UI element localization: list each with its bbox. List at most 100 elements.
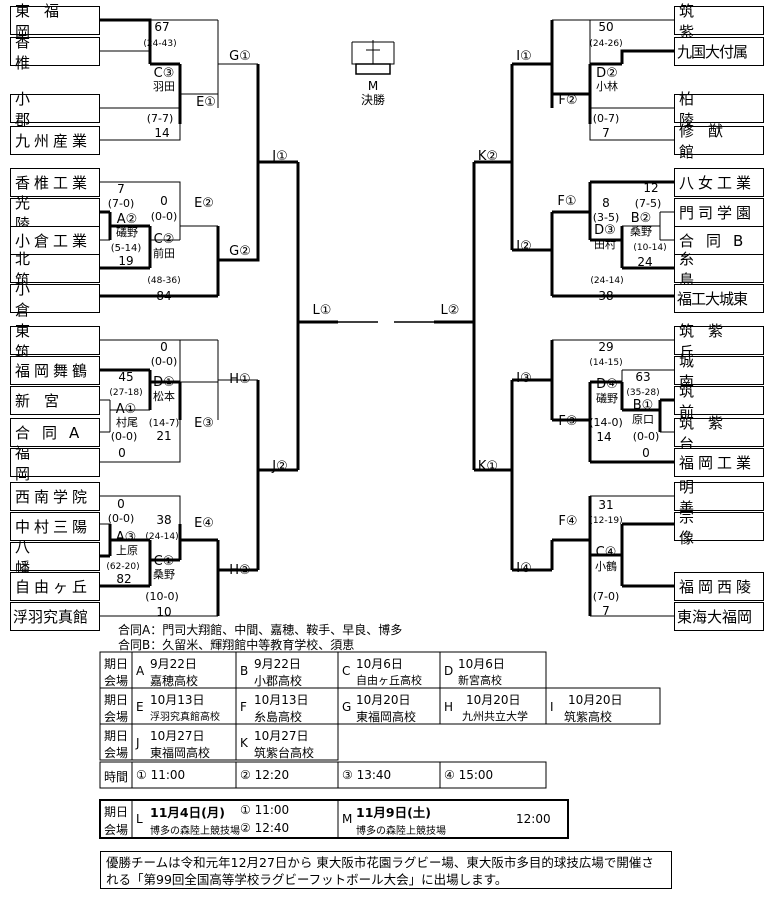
score: (7-0) [593, 590, 620, 603]
note-joint-a: 合同A：門司大翔館、中間、嘉穂、鞍手、早良、博多 [118, 623, 403, 637]
team-box: 門司学園 [674, 198, 764, 227]
score: (24-43) [143, 39, 176, 49]
label-F3: F③ [558, 414, 577, 429]
schedule-code: H [444, 700, 454, 714]
ref-A1: 村尾 [116, 415, 138, 429]
schedule-date: 10月13日 [150, 693, 205, 707]
ref-D1: 松本 [153, 389, 175, 403]
team-box: 修猷館 [674, 122, 764, 161]
score: (14-0) [589, 416, 623, 429]
team-box: 明善 [674, 478, 764, 517]
team-box: 福岡工業 [674, 448, 764, 477]
schedule-code: G [342, 700, 352, 714]
score: 8 [602, 196, 610, 210]
schedule-code: I [550, 700, 554, 714]
label-E2: E② [194, 196, 214, 211]
team-name: 九州産業 [15, 132, 92, 150]
team-box: 八幡 [10, 538, 100, 577]
team-box: 小倉工業 [10, 226, 100, 255]
schedule-time: ④ 15:00 [444, 768, 494, 782]
schedule-header-venue: 会場 [104, 710, 129, 724]
score: 84 [156, 289, 171, 303]
ref-A2: 礒野 [116, 226, 138, 239]
score: (10-0) [145, 590, 179, 603]
team-box: 新宮 [10, 386, 100, 415]
label-E3: E③ [194, 416, 214, 431]
score: (0-0) [111, 430, 138, 443]
team-box: 自由ヶ丘 [10, 572, 100, 601]
schedule-header-venue: 会場 [104, 674, 129, 688]
score: 29 [598, 340, 613, 354]
label-F1: F① [557, 194, 576, 209]
schedule-venue: 東福岡高校 [150, 746, 211, 760]
schedule-date: 9月22日 [254, 657, 301, 671]
schedule-date: 9月22日 [150, 657, 197, 671]
schedule-venue: 九州共立大学 [462, 710, 528, 723]
label-F2: F② [558, 93, 577, 108]
ref-C2: 前田 [153, 246, 175, 260]
score: 21 [156, 429, 171, 443]
label-G1: G① [229, 49, 251, 64]
label-K2: K② [478, 149, 498, 164]
team-name: 福岡工業 [679, 454, 756, 472]
team-name: 香椎工業 [15, 174, 92, 192]
label-E1: E① [196, 95, 216, 110]
schedule-header-date: 期日 [104, 657, 129, 671]
label-L1: L① [313, 303, 332, 318]
label-I2: I② [516, 239, 532, 254]
score: (0-0) [151, 210, 178, 223]
tournament-bracket: M 決勝 G① E① C③ E② G② A② C② J① J② H① H② D①… [98, 18, 674, 619]
team-box: 東福岡 [10, 2, 100, 41]
team-name: 香椎 [15, 32, 69, 72]
label-E4: E④ [194, 516, 214, 531]
label-C2: C② [154, 232, 175, 247]
final-label: 決勝 [361, 92, 385, 107]
schedule-venue: 筑紫高校 [564, 710, 613, 724]
score: 0 [160, 340, 168, 354]
score: 0 [118, 446, 126, 460]
label-J2: J② [271, 459, 288, 474]
score: 38 [156, 513, 171, 527]
team-name: 小倉工業 [15, 232, 92, 250]
label-B2: B② [631, 211, 652, 226]
team-name: 合同A [15, 424, 92, 442]
label-I4: I④ [516, 561, 532, 576]
schedule-date: 10月20日 [356, 693, 411, 707]
schedule-code: B [240, 664, 249, 678]
schedule-header-date: 期日 [104, 805, 129, 819]
team-box: 中村三陽 [10, 512, 100, 541]
team-name: 修猷館 [679, 121, 738, 161]
team-box: 福工大城東 [674, 284, 764, 313]
schedule-header-venue: 会場 [104, 746, 129, 760]
label-A2: A② [117, 212, 138, 227]
team-box: 筑前 [674, 382, 764, 421]
finals-venue: 博多の森陸上競技場 [356, 826, 446, 837]
team-name: 筑前 [679, 381, 733, 421]
finals-time: ① 11:00 [240, 803, 290, 817]
ref-B1: 原口 [632, 413, 654, 426]
team-name: 中村三陽 [15, 518, 92, 536]
label-A1: A① [116, 402, 137, 417]
team-box: 柏陵 [674, 90, 764, 129]
schedule-header-date: 期日 [104, 693, 129, 707]
label-C3: C③ [154, 66, 175, 81]
score: (0-7) [593, 112, 620, 125]
final-code: M [368, 79, 378, 93]
score: 0 [160, 194, 168, 208]
schedule-date: 10月27日 [150, 729, 205, 743]
finals-code: M [342, 812, 353, 826]
schedule-header-date: 期日 [104, 729, 129, 743]
schedule-venue: 小郡高校 [254, 674, 303, 688]
team-box: 福岡西陵 [674, 572, 764, 601]
score: 14 [154, 126, 169, 140]
label-D2: D② [596, 66, 618, 81]
footer-note: 優勝チームは令和元年12月27日から 東大阪市花園ラグビー場、東大阪市多目的球技… [100, 851, 672, 889]
ref-C3: 羽田 [153, 80, 175, 93]
label-I1: I① [516, 49, 532, 64]
score: (62-20) [106, 562, 139, 572]
score: 7 [602, 126, 610, 140]
team-name: 宗像 [679, 507, 733, 547]
schedule-code: C [342, 664, 351, 678]
score: 0 [117, 497, 125, 511]
schedule-time: ② 12:20 [240, 768, 290, 782]
